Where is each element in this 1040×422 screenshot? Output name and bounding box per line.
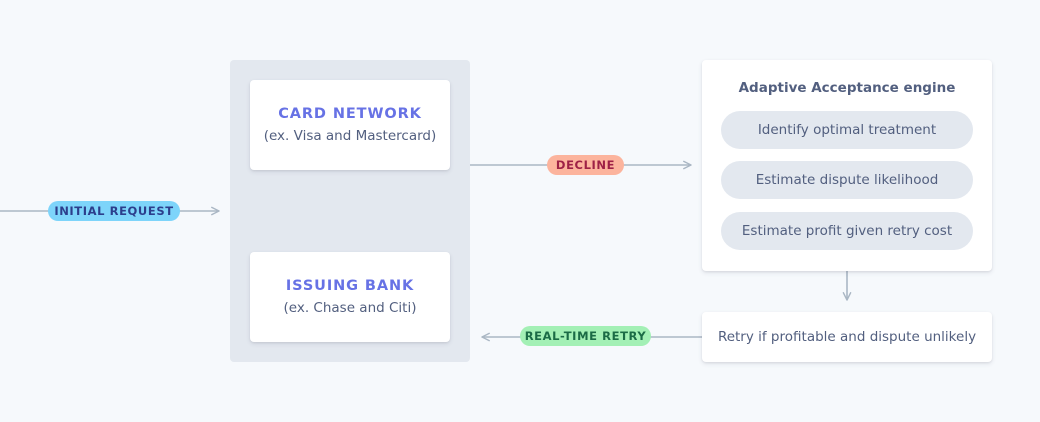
engine-step-dispute: Estimate dispute likelihood [721, 161, 973, 199]
card-network-box: CARD NETWORK (ex. Visa and Mastercard) [250, 80, 450, 170]
engine-title: Adaptive Acceptance engine [738, 80, 956, 96]
initial-request-badge: INITIAL REQUEST [48, 201, 180, 221]
issuing-bank-subtitle: (ex. Chase and Citi) [283, 300, 417, 316]
engine-step-identify: Identify optimal treatment [721, 111, 973, 149]
issuing-bank-box: ISSUING BANK (ex. Chase and Citi) [250, 252, 450, 342]
engine-step-profit: Estimate profit given retry cost [721, 212, 973, 250]
decline-badge: DECLINE [547, 155, 624, 175]
issuing-bank-title: ISSUING BANK [285, 278, 415, 294]
adaptive-acceptance-engine-box: Adaptive Acceptance engine Identify opti… [702, 60, 992, 271]
real-time-retry-badge: REAL-TIME RETRY [520, 326, 651, 346]
card-network-title: CARD NETWORK [278, 106, 422, 122]
retry-decision-box: Retry if profitable and dispute unlikely [702, 312, 992, 362]
retry-decision-label: Retry if profitable and dispute unlikely [717, 329, 977, 345]
card-network-subtitle: (ex. Visa and Mastercard) [263, 128, 437, 144]
